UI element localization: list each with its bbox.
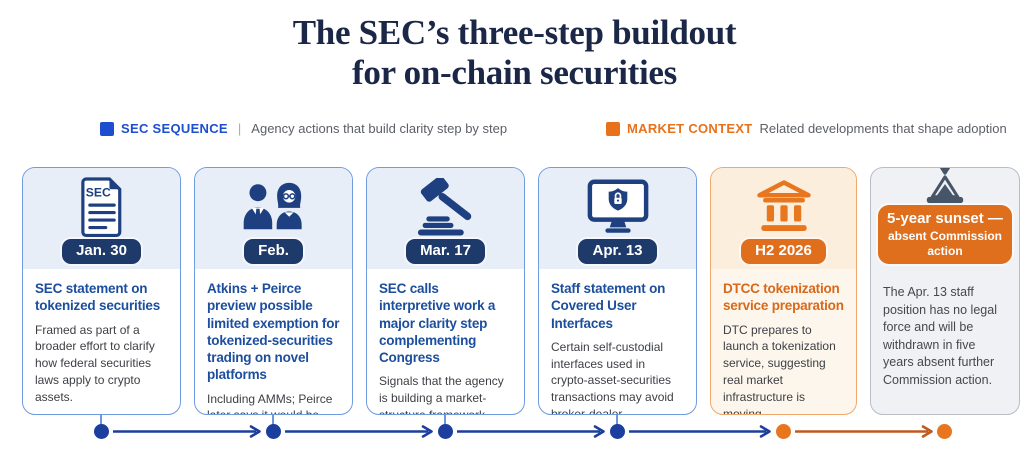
page-title-line2: for on-chain securities	[352, 52, 677, 92]
legend-market-description: Related developments that shape adoption	[759, 121, 1007, 136]
legend-sec-label: SEC SEQUENCE	[121, 121, 228, 136]
card-body: SEC statement on tokenized securities Fr…	[23, 269, 180, 414]
card-body: DTCC tokenization service preparation DT…	[711, 269, 856, 414]
card-body: Staff statement on Covered User Interfac…	[539, 269, 696, 414]
card-connector	[616, 414, 618, 425]
card-title: SEC statement on tokenized securities	[35, 281, 161, 314]
card-header: SEC Jan. 30	[23, 168, 180, 269]
card-body: The Apr. 13 staff position has no legal …	[871, 269, 1019, 414]
card-header: Mar. 17	[367, 168, 524, 269]
legend-sec-description: Agency actions that build clarity step b…	[251, 121, 508, 136]
timeline-arrow	[457, 425, 605, 438]
card-text: Signals that the agency is building a ma…	[379, 374, 504, 414]
date-badge: H2 2026	[741, 239, 826, 264]
card-header: 5-year sunset — absent Commission action	[871, 168, 1019, 269]
timeline-arrow-orange	[795, 425, 933, 438]
sunset-badge-line1: 5-year sunset —	[887, 210, 1003, 228]
timeline-arrow	[629, 425, 771, 438]
card-text: Including AMMs; Peirce later says it wou…	[207, 391, 333, 414]
legend-market-context: MARKET CONTEXT Related developments that…	[606, 121, 1007, 136]
two-officials-icon	[241, 168, 307, 239]
card-header: Apr. 13	[539, 168, 696, 269]
card-h2-2026-dtcc: H2 2026 DTCC tokenization service prepar…	[710, 167, 857, 415]
timeline-arrow	[285, 425, 433, 438]
page-title: The SEC’s three-step buildout for on-cha…	[0, 13, 1029, 93]
card-body: Atkins + Peirce preview possible limited…	[195, 269, 352, 414]
hourglass-icon	[919, 168, 971, 205]
gavel-icon	[415, 168, 477, 239]
page-title-line1: The SEC’s three-step buildout	[292, 13, 737, 52]
legend-market-label: MARKET CONTEXT	[627, 121, 753, 136]
card-feb-atkins-peirce: Feb. Atkins + Peirce preview possible li…	[194, 167, 353, 415]
card-header: H2 2026	[711, 168, 856, 269]
card-text: Certain self-custodial interfaces used i…	[551, 339, 674, 414]
timeline-dot-mar17	[438, 424, 453, 439]
timeline-dot-h2-2026	[776, 424, 791, 439]
monitor-shield-lock-icon	[586, 168, 650, 239]
card-text: The Apr. 13 staff position has no legal …	[883, 285, 997, 387]
card-connector	[444, 414, 446, 425]
date-badge: Mar. 17	[406, 239, 485, 264]
date-badge: Feb.	[244, 239, 303, 264]
date-badge: Apr. 13	[578, 239, 657, 264]
card-connector	[100, 414, 102, 425]
card-apr13-covered-user-interfaces: Apr. 13 Staff statement on Covered User …	[538, 167, 697, 415]
timeline-dot-jan30	[94, 424, 109, 439]
legend-separator: |	[237, 121, 242, 136]
card-body: SEC calls interpretive work a major clar…	[367, 269, 524, 414]
card-5-year-sunset: 5-year sunset — absent Commission action…	[870, 167, 1020, 415]
card-text: Framed as part of a broader effort to cl…	[35, 322, 155, 404]
sec-document-icon: SEC	[74, 168, 130, 239]
market-context-swatch-icon	[606, 121, 620, 136]
card-jan30-sec-statement: SEC Jan. 30 SEC statement on tokenized s…	[22, 167, 181, 415]
bank-icon	[755, 168, 813, 239]
timeline-dot-sunset	[937, 424, 952, 439]
card-connector	[272, 414, 274, 425]
svg-text:SEC: SEC	[85, 185, 110, 199]
sec-sequence-swatch-icon	[100, 121, 114, 136]
date-badge: Jan. 30	[62, 239, 141, 264]
sunset-badge: 5-year sunset — absent Commission action	[878, 205, 1012, 264]
card-title: SEC calls interpretive work a major clar…	[379, 281, 496, 366]
timeline-cards: SEC Jan. 30 SEC statement on tokenized s…	[22, 167, 1020, 415]
timeline-dot-apr13	[610, 424, 625, 439]
card-title: Staff statement on Covered User Interfac…	[551, 281, 666, 331]
timeline-arrow	[113, 425, 261, 438]
card-title: DTCC tokenization service preparation	[723, 281, 844, 314]
card-title: Atkins + Peirce preview possible limited…	[207, 281, 340, 383]
sunset-badge-line2: absent Commission action	[887, 229, 1003, 258]
card-header: Feb.	[195, 168, 352, 269]
timeline-dot-feb	[266, 424, 281, 439]
legend-sec-sequence: SEC SEQUENCE | Agency actions that build…	[100, 121, 507, 136]
card-text: DTC prepares to launch a tokenization se…	[723, 322, 836, 414]
card-mar17-interpretive-work: Mar. 17 SEC calls interpretive work a ma…	[366, 167, 525, 415]
